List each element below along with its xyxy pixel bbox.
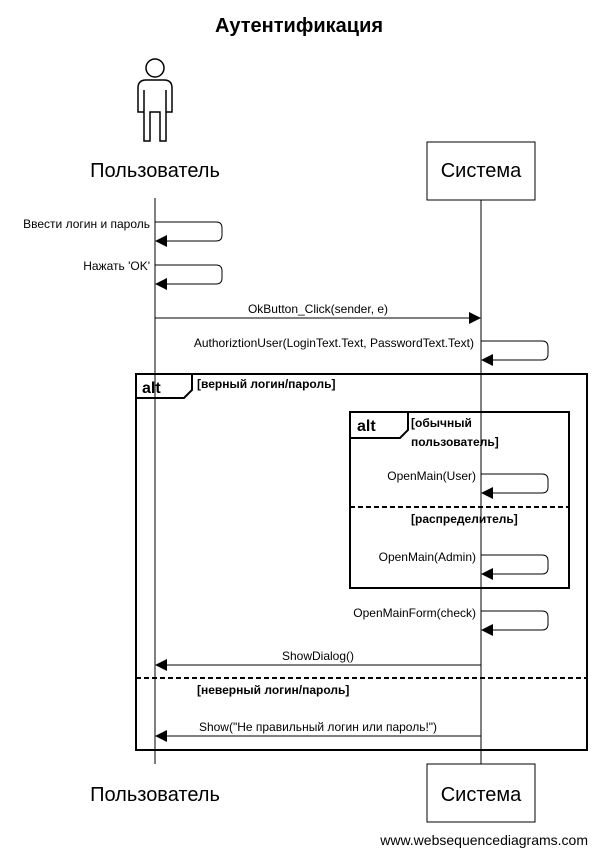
outer-alt-tab (136, 373, 193, 399)
inner-alt-tab (350, 411, 409, 439)
system-actor-box-top (426, 141, 536, 201)
outer-alt-fragment (135, 373, 588, 751)
inner-alt-guard-regular-line1: [обычный (411, 416, 472, 430)
msg-showdialog-label: ShowDialog() (282, 649, 354, 663)
msg-enter-login-label: Ввести логин и пароль (23, 217, 150, 231)
outer-alt-keyword: alt (142, 380, 161, 397)
user-actor-figure-top (137, 58, 173, 142)
msg-press-ok-arrow (155, 264, 223, 290)
user-actor-label-bottom: Пользователь (90, 784, 220, 806)
msg-authorization-label: AuthoriztionUser(LoginText.Text, Passwor… (194, 336, 474, 350)
inner-alt-guard-distributor: [распределитель] (411, 512, 518, 526)
system-actor-label-bottom: Система (441, 784, 522, 806)
msg-openmain-admin-label: OpenMain(Admin) (379, 550, 476, 564)
user-actor-label-top: Пользователь (90, 160, 220, 182)
inner-alt-guard-regular-line2: пользователь] (411, 435, 499, 449)
inner-alt-fragment (349, 411, 570, 589)
credit-link[interactable]: www.websequencediagrams.com (379, 832, 588, 848)
system-actor-label-top: Система (441, 160, 522, 182)
outer-alt-guard-valid: [верный логин/пароль] (197, 377, 335, 391)
inner-alt-keyword: alt (357, 418, 376, 435)
msg-openmain-admin-arrow (481, 554, 549, 580)
msg-show-error-label: Show("Не правильный логин или пароль!") (199, 720, 437, 734)
msg-press-ok-label: Нажать 'OK' (83, 259, 150, 273)
msg-enter-login-arrow (155, 221, 223, 247)
msg-openmainform-arrow (481, 610, 549, 636)
system-actor-box-bottom (426, 763, 536, 823)
outer-alt-guard-invalid: [неверный логин/пароль] (197, 683, 349, 697)
diagram-title: Аутентификация (215, 15, 383, 37)
msg-openmain-user-arrow (481, 473, 549, 499)
msg-openmainform-label: OpenMainForm(check) (353, 606, 476, 620)
msg-openmain-user-label: OpenMain(User) (387, 469, 476, 483)
msg-okbutton-click-label: OkButton_Click(sender, e) (248, 302, 388, 316)
msg-authorization-arrow (481, 340, 549, 366)
